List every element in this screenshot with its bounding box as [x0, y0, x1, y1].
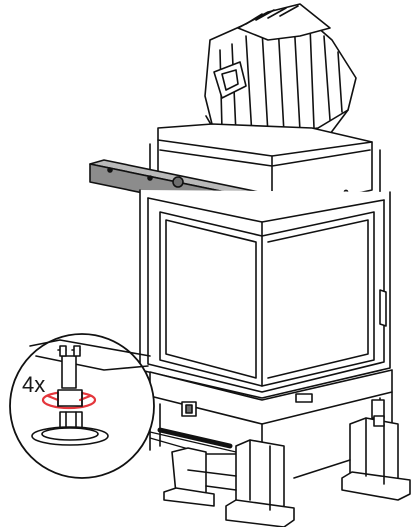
foot-front-right	[341, 415, 411, 501]
foot-front-left	[225, 439, 295, 527]
quantity-label: 4x	[22, 372, 46, 397]
frame-rails	[187, 459, 351, 491]
firebox-body	[139, 189, 391, 399]
detail-callout-circle	[9, 333, 237, 479]
flue-collar	[204, 3, 357, 145]
foot-rear-left	[163, 447, 215, 507]
